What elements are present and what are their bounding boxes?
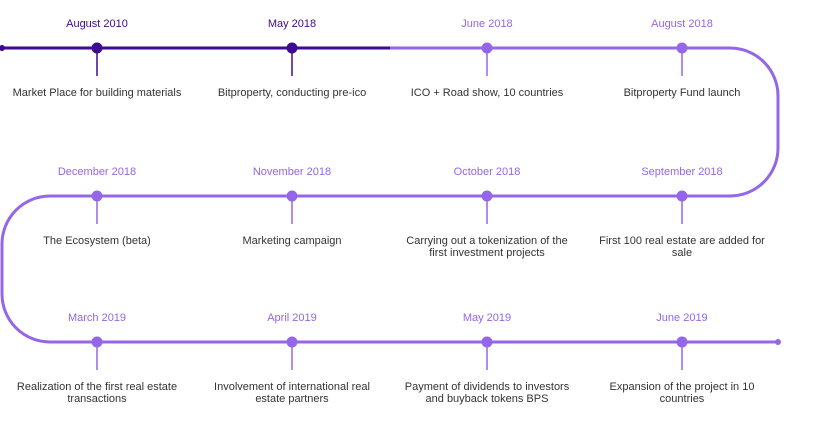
milestone-dot xyxy=(91,42,103,54)
milestone-date: March 2019 xyxy=(67,312,127,324)
milestone-description: First 100 real estate are added for sale xyxy=(599,235,765,259)
milestone-dot xyxy=(676,42,688,54)
milestone-description: Expansion of the project in 10 countries xyxy=(609,381,755,405)
milestone-date: June 2019 xyxy=(656,312,708,324)
milestone-date: August 2018 xyxy=(651,18,713,30)
milestone-dot xyxy=(286,336,298,348)
milestone-description: Marketing campaign xyxy=(242,235,342,247)
milestone-date: November 2018 xyxy=(252,166,332,178)
milestone-dot xyxy=(91,190,103,202)
milestone-dot xyxy=(676,336,688,348)
milestone-date: September 2018 xyxy=(641,166,723,178)
milestone-date: May 2018 xyxy=(267,18,317,30)
milestone-dot xyxy=(481,336,493,348)
milestone-date: October 2018 xyxy=(453,166,521,178)
milestone-description: Involvement of international real estate… xyxy=(214,381,370,405)
milestone-dot xyxy=(481,190,493,202)
milestone-dot xyxy=(676,190,688,202)
milestone-dot xyxy=(286,42,298,54)
milestone-description: Market Place for building materials xyxy=(12,87,182,99)
milestone-description: ICO + Road show, 10 countries xyxy=(410,87,564,99)
milestone-dot xyxy=(91,336,103,348)
milestone-description: Carrying out a tokenization of the first… xyxy=(406,235,568,259)
timeline-end-cap xyxy=(775,339,781,345)
milestone-date: August 2010 xyxy=(66,18,128,30)
milestone-date: April 2019 xyxy=(267,312,317,324)
timeline-path-future xyxy=(0,46,780,344)
milestone-description: Payment of dividends to investors and bu… xyxy=(404,381,570,405)
milestone-description: Bitproperty Fund launch xyxy=(623,87,741,99)
milestone-description: The Ecosystem (beta) xyxy=(43,235,151,247)
milestone-description: Realization of the first real estate tra… xyxy=(16,381,178,405)
timeline-start-cap xyxy=(0,45,5,51)
milestone-date: May 2019 xyxy=(462,312,512,324)
milestone-dot xyxy=(481,42,493,54)
milestone-dot xyxy=(286,190,298,202)
milestone-date: June 2018 xyxy=(461,18,513,30)
milestone-date: December 2018 xyxy=(57,166,137,178)
milestone-description: Bitproperty, conducting pre-ico xyxy=(217,87,367,99)
